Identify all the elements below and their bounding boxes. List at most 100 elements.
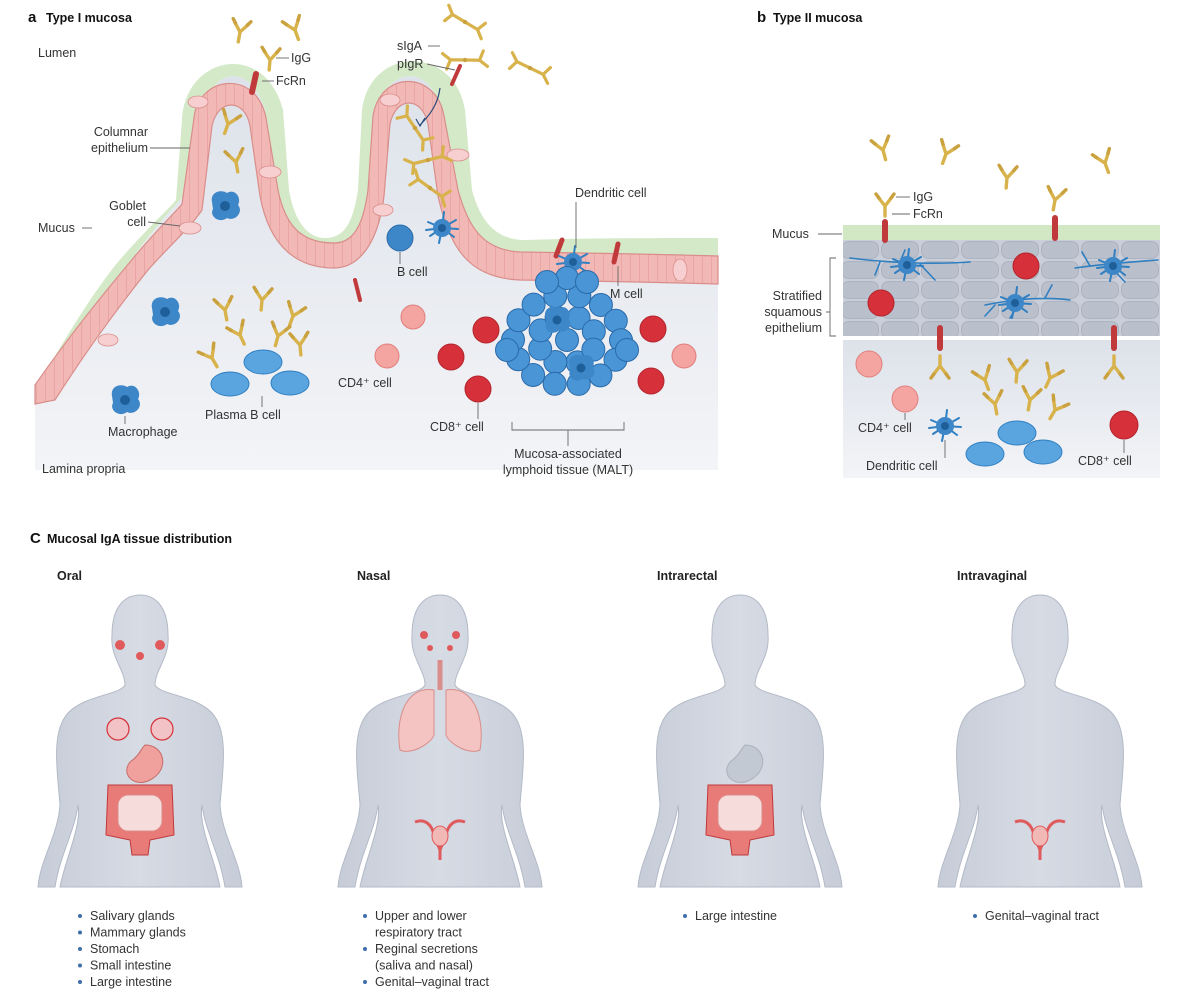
nasal-gland-icon [452, 631, 460, 639]
panel-a: a Type I mucosa [28, 3, 719, 477]
label-cd8-a: CD8⁺ cell [430, 420, 484, 434]
small-intestine-icon [117, 794, 163, 832]
label-dendritic-a: Dendritic cell [575, 186, 647, 200]
label-columnar-2: epithelium [91, 141, 148, 155]
site-item: Mammary glands [90, 926, 186, 940]
site-item: Stomach [90, 942, 139, 956]
malt-cluster [495, 266, 639, 396]
malt-lymphocyte [521, 292, 546, 317]
bullet-icon [78, 963, 82, 968]
uterus-body-icon [431, 825, 449, 847]
receptors [249, 64, 621, 302]
nasal-gland-icon [427, 645, 433, 651]
malt-lymphocyte [575, 270, 599, 294]
panel-c: C Mucosal IgA tissue distribution OralSa… [30, 530, 1143, 989]
bullet-icon [78, 980, 82, 984]
salivary-gland-icon [115, 640, 125, 650]
malt-lymphocyte [615, 338, 639, 362]
site-item: Reginal secretions [375, 942, 478, 956]
body-silhouette [37, 594, 243, 888]
label-fcrn-a: FcRn [276, 74, 306, 88]
body-silhouette [937, 594, 1143, 888]
cd4-cells [374, 304, 697, 369]
cd8-epi-2 [867, 289, 895, 317]
malt-lymphocyte [495, 338, 519, 362]
route-title: Intrarectal [657, 569, 717, 583]
cd8-b-lower [1109, 410, 1139, 440]
panel-a-letter: a [28, 9, 37, 26]
body-silhouette [637, 594, 843, 888]
label-dendritic-b: Dendritic cell [866, 459, 938, 473]
malt-lymphocyte [521, 363, 546, 388]
bullet-icon [363, 947, 367, 951]
type2-receptors [882, 215, 1117, 351]
label-mucus-a: Mucus [38, 221, 75, 235]
site-item: respiratory tract [375, 926, 462, 940]
bullet-icon [78, 947, 82, 951]
cd4-b-2 [891, 385, 919, 413]
panel-a-title: Type I mucosa [46, 11, 133, 25]
bullet-icon [78, 914, 82, 918]
right-lung-icon [445, 689, 482, 752]
bullet-icon [78, 930, 82, 935]
panel-b-title: Type II mucosa [773, 11, 863, 25]
mammary-gland-icon [150, 717, 174, 741]
route-title: Intravaginal [957, 569, 1027, 583]
malt-macrophage [569, 354, 595, 381]
route-title: Nasal [357, 569, 390, 583]
squamous-epithelium [843, 240, 1160, 336]
stomach-icon [126, 744, 164, 783]
label-columnar-1: Columnar [94, 125, 148, 139]
malt-lymphocyte [506, 308, 531, 333]
label-siga: sIgA [397, 39, 423, 53]
panel-b-letter: b [757, 9, 766, 26]
route-title: Oral [57, 569, 82, 583]
label-m-cell: M cell [610, 287, 643, 301]
plasma-b-type2 [965, 420, 1063, 467]
site-item: Upper and lower [375, 909, 467, 923]
label-lamina: Lamina propria [42, 462, 125, 476]
label-macrophage: Macrophage [108, 425, 178, 439]
site-item: Genital–vaginal tract [375, 975, 489, 989]
malt-lymphocyte [555, 266, 579, 290]
bullet-icon [363, 914, 367, 918]
label-cd8-b: CD8⁺ cell [1078, 454, 1132, 468]
cd4-b-1 [855, 350, 883, 378]
label-pigr: pIgR [397, 57, 423, 71]
panel-a-labels: Lumen IgG FcRn Columnar epithelium Goble… [38, 39, 647, 477]
stomach-outline-icon [726, 744, 764, 783]
malt-lymphocyte [555, 328, 579, 352]
bullet-icon [683, 914, 687, 918]
malt-lymphocyte [535, 270, 559, 294]
label-strat-3: epithelium [765, 321, 822, 335]
left-lung-icon [398, 689, 435, 752]
malt-lymphocyte [542, 371, 567, 396]
small-intestine-icon [717, 794, 763, 832]
label-strat-1: Stratified [773, 289, 822, 303]
panel-b-labels: IgG FcRn Mucus Stratified squamous epith… [764, 190, 1132, 473]
plasma-b-cells [210, 349, 310, 397]
site-item: (saliva and nasal) [375, 959, 473, 973]
label-malt-1: Mucosa-associated [514, 447, 622, 461]
bullet-icon [363, 980, 367, 984]
body-silhouette [337, 594, 543, 888]
site-item: Large intestine [695, 909, 777, 923]
b-cell [386, 224, 414, 252]
salivary-gland-icon [136, 652, 144, 660]
label-mucus-b: Mucus [772, 227, 809, 241]
label-igg-a: IgG [291, 51, 311, 65]
site-item: Salivary glands [90, 909, 175, 923]
panel-c-title: Mucosal IgA tissue distribution [47, 532, 232, 546]
cd8-epi-1 [1012, 252, 1040, 280]
nasal-gland-icon [420, 631, 428, 639]
label-cd4-a: CD4⁺ cell [338, 376, 392, 390]
salivary-gland-icon [155, 640, 165, 650]
goblet-cells [97, 93, 688, 347]
label-goblet-2: cell [127, 215, 146, 229]
bullet-icon [973, 914, 977, 918]
